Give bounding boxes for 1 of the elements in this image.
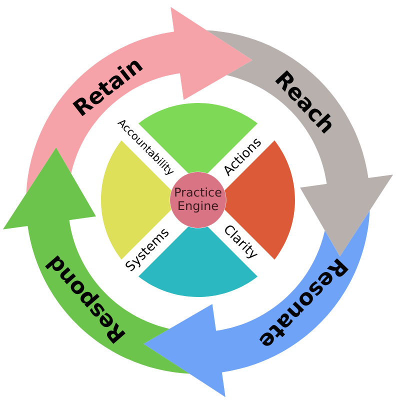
pie-segment — [224, 140, 295, 260]
